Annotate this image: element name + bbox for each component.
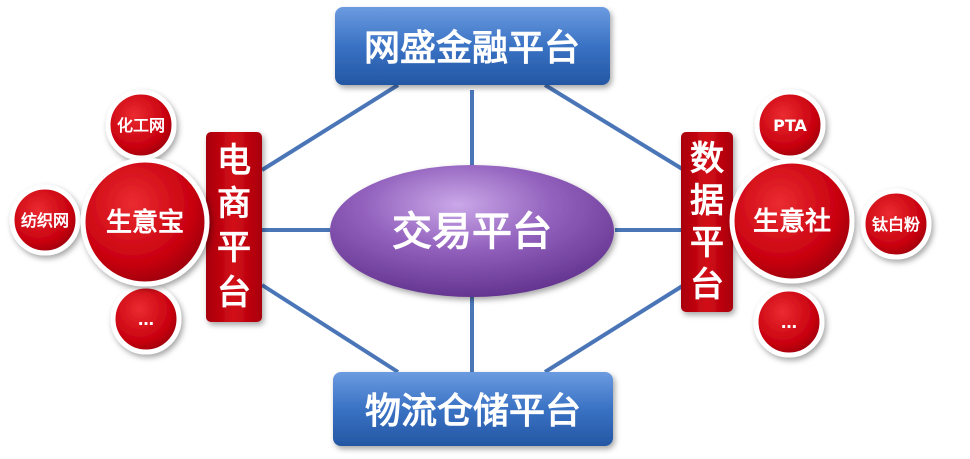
- satellite-label: 钛白粉: [872, 215, 920, 234]
- right-hub-circle: 生意社: [729, 158, 855, 284]
- top-platform-box: 网盛金融平台: [335, 7, 610, 85]
- right-satellite-more: …: [753, 286, 825, 358]
- satellite-label: 化工网: [117, 116, 165, 135]
- left-platform-box: 电 商 平 台: [206, 132, 262, 322]
- left-platform-char: 台: [217, 273, 251, 313]
- bottom-platform-box: 物流仓储平台: [333, 372, 613, 446]
- right-platform-char: 据: [690, 181, 724, 221]
- satellite-label: …: [781, 313, 797, 332]
- top-platform-label: 网盛金融平台: [364, 27, 580, 69]
- connector-line: [260, 83, 400, 172]
- right-satellite-pta: PTA: [754, 89, 826, 161]
- satellite-label: PTA: [773, 116, 807, 135]
- bottom-platform-label: 物流仓储平台: [365, 391, 581, 432]
- center-trading-platform: 交易平台: [330, 165, 614, 297]
- satellite-label: …: [138, 310, 154, 329]
- connector-line: [543, 283, 686, 374]
- left-satellite-textile: 纺织网: [9, 184, 81, 256]
- right-hub-label: 生意社: [753, 206, 831, 237]
- connector-lines: [260, 83, 686, 374]
- left-hub-label: 生意宝: [106, 207, 184, 238]
- center-label: 交易平台: [392, 209, 552, 255]
- connector-line: [260, 283, 400, 374]
- left-hub-circle: 生意宝: [80, 157, 210, 287]
- left-satellite-more: …: [110, 283, 182, 355]
- satellite-label: 纺织网: [21, 211, 69, 230]
- connector-line: [543, 83, 686, 172]
- left-satellite-chemical: 化工网: [105, 89, 177, 161]
- right-platform-char: 数: [690, 139, 724, 179]
- left-platform-char: 平: [217, 228, 251, 268]
- right-platform-char: 台: [690, 265, 724, 305]
- left-platform-char: 商: [217, 184, 251, 224]
- right-platform-box: 数 据 平 台: [681, 132, 733, 312]
- right-platform-char: 平: [690, 223, 724, 263]
- left-platform-char: 电: [217, 141, 251, 181]
- right-satellite-titanium: 钛白粉: [860, 188, 932, 260]
